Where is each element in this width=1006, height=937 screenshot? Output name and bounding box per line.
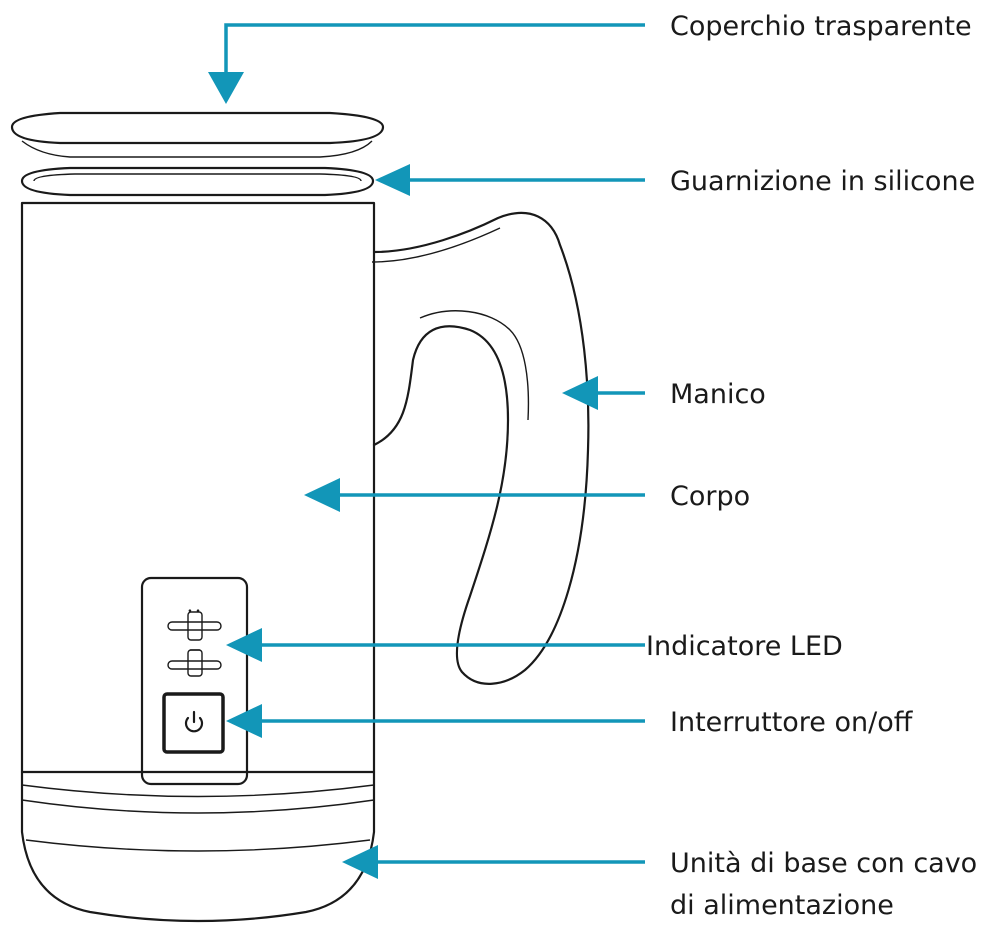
base-drawing [20,770,376,923]
lid-label: Coperchio trasparente [670,11,972,42]
lid-callout [208,23,645,104]
handle-drawing [371,211,590,685]
switch-callout [226,704,645,738]
handle-label: Manico [670,379,766,410]
body-callout [304,478,645,512]
led-label: Indicatore LED [646,631,843,662]
handle-callout [562,376,645,410]
lid-drawing [10,111,385,158]
base-label-line1: Unità di base con cavo [670,848,977,879]
gasket-callout [375,164,645,196]
control-panel [140,576,249,786]
base-label-line2: di alimentazione [670,890,894,921]
power-icon [184,710,204,733]
gasket-drawing [20,166,375,197]
led-callout [226,628,645,662]
switch-label: Interruttore on/off [670,707,914,738]
body-label: Corpo [670,481,750,512]
power-button[interactable] [162,692,225,754]
gasket-label: Guarnizione in silicone [670,166,975,197]
led-indicator-icon: • • [167,607,222,677]
base-callout [342,845,645,879]
